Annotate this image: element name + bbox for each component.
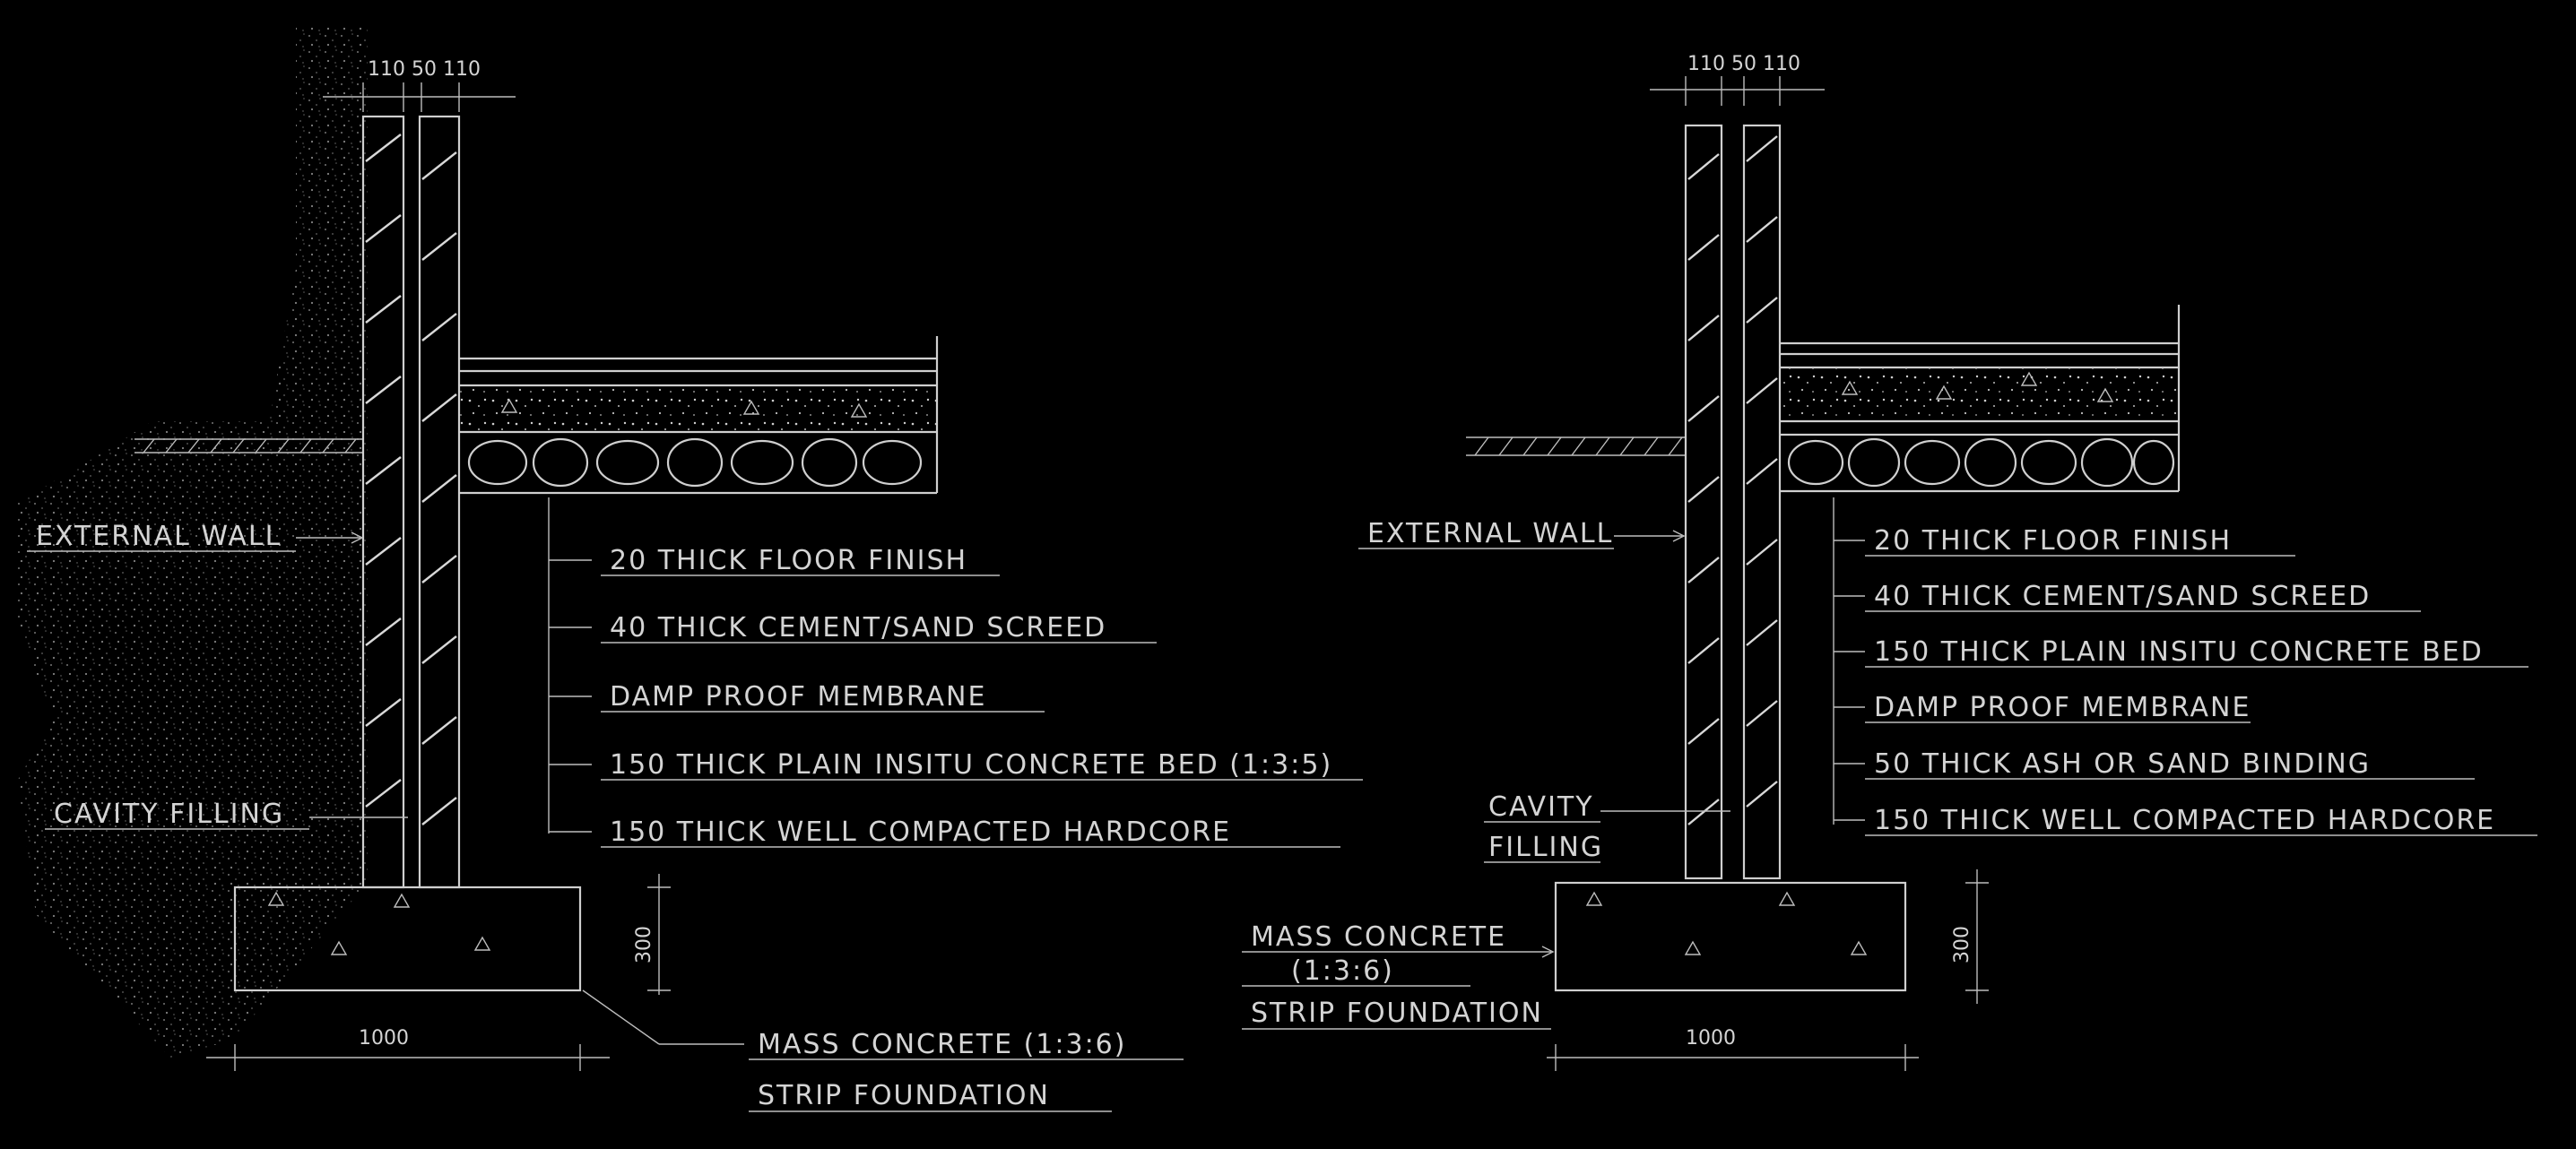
left-cavity-wall bbox=[361, 115, 461, 889]
right-layer-floor-finish: 20 THICK FLOOR FINISH bbox=[1874, 525, 2232, 557]
right-section: 110 50 110 bbox=[1242, 53, 2537, 1071]
right-external-wall-callout: EXTERNAL WALL bbox=[1358, 518, 1686, 549]
left-cavity-filling-label: CAVITY FILLING bbox=[54, 799, 284, 830]
right-external-wall-label: EXTERNAL WALL bbox=[1367, 518, 1613, 549]
left-section: 110 50 110 bbox=[18, 27, 1363, 1112]
right-wall-dimension: 110 50 110 bbox=[1650, 53, 1825, 106]
right-layer-concrete-bed: 150 THICK PLAIN INSITU CONCRETE BED bbox=[1874, 636, 2484, 668]
right-layer-leaders bbox=[1833, 497, 1865, 825]
right-wall-dim-label: 110 50 110 bbox=[1687, 53, 1800, 75]
left-wall-dim-label: 110 50 110 bbox=[368, 58, 481, 81]
left-ground-hatch bbox=[134, 438, 363, 454]
left-floor-slab bbox=[459, 336, 939, 495]
right-footing-width-dim: 1000 bbox=[1547, 1027, 1919, 1071]
left-layer-concrete-bed: 150 THICK PLAIN INSITU CONCRETE BED (1:3… bbox=[610, 749, 1332, 781]
left-layer-leaders bbox=[548, 497, 592, 834]
right-layer-screed: 40 THICK CEMENT/SAND SCREED bbox=[1874, 581, 2371, 612]
right-footing-height-label: 300 bbox=[1951, 926, 1973, 963]
left-strip-foundation-label: STRIP FOUNDATION bbox=[758, 1080, 1050, 1111]
right-layer-labels: 20 THICK FLOOR FINISH 40 THICK CEMENT/SA… bbox=[1865, 525, 2537, 836]
right-footing-width-label: 1000 bbox=[1686, 1027, 1736, 1050]
right-mass-concrete-line1: MASS CONCRETE bbox=[1251, 921, 1506, 953]
right-cavity-label-line2: FILLING bbox=[1488, 832, 1603, 863]
right-layer-binding: 50 THICK ASH OR SAND BINDING bbox=[1874, 748, 2371, 780]
right-cavity-filling-callout: CAVITY FILLING bbox=[1484, 791, 1730, 863]
right-cavity-wall bbox=[1684, 124, 1782, 880]
right-ground-hatch bbox=[1466, 436, 1686, 456]
left-layer-dpm: DAMP PROOF MEMBRANE bbox=[610, 681, 986, 713]
left-footing-height-label: 300 bbox=[633, 926, 655, 963]
left-footing-width-label: 1000 bbox=[359, 1027, 409, 1050]
right-cavity-label-line1: CAVITY bbox=[1488, 791, 1594, 823]
right-layer-dpm: DAMP PROOF MEMBRANE bbox=[1874, 692, 2251, 723]
left-ground-fill bbox=[18, 27, 368, 1058]
right-floor-slab bbox=[1780, 305, 2181, 493]
left-layer-labels: 20 THICK FLOOR FINISH 40 THICK CEMENT/SA… bbox=[601, 545, 1363, 848]
right-mass-concrete-line2: (1:3:6) bbox=[1291, 955, 1394, 987]
left-layer-floor-finish: 20 THICK FLOOR FINISH bbox=[610, 545, 967, 576]
left-footing-height-dim: 300 bbox=[633, 874, 671, 995]
left-layer-hardcore: 150 THICK WELL COMPACTED HARDCORE bbox=[610, 816, 1231, 848]
left-cavity-filling-callout: CAVITY FILLING bbox=[45, 799, 408, 830]
left-mass-concrete-label: MASS CONCRETE (1:3:6) bbox=[758, 1029, 1126, 1060]
left-wall-dimension: 110 50 110 bbox=[323, 58, 516, 112]
left-mass-concrete-callout: MASS CONCRETE (1:3:6) STRIP FOUNDATION bbox=[582, 989, 1184, 1112]
right-mass-concrete-callout: MASS CONCRETE (1:3:6) STRIP FOUNDATION bbox=[1242, 921, 1555, 1030]
right-footing bbox=[1554, 881, 1907, 992]
left-layer-screed: 40 THICK CEMENT/SAND SCREED bbox=[610, 612, 1106, 644]
left-footing bbox=[233, 886, 582, 992]
right-layer-hardcore: 150 THICK WELL COMPACTED HARDCORE bbox=[1874, 805, 2495, 836]
right-strip-foundation-label: STRIP FOUNDATION bbox=[1251, 998, 1543, 1029]
left-external-wall-callout: EXTERNAL WALL bbox=[27, 521, 364, 552]
left-external-wall-label: EXTERNAL WALL bbox=[36, 521, 282, 552]
left-footing-width-dim: 1000 bbox=[206, 1027, 610, 1071]
right-footing-height-dim: 300 bbox=[1951, 869, 1989, 1004]
